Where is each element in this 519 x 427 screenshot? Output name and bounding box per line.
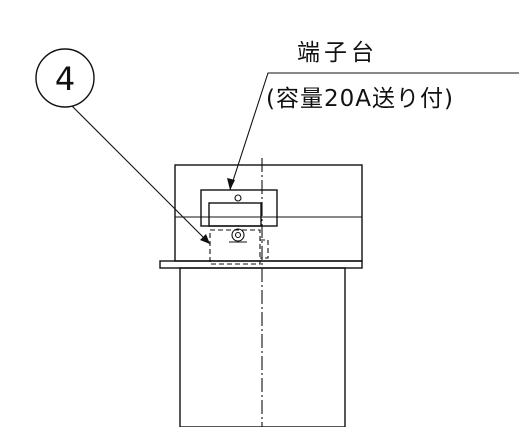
internal-component-tab	[260, 239, 269, 259]
internal-screw-outer	[231, 228, 245, 242]
flange-plate	[159, 260, 363, 269]
callout-number: 4	[55, 60, 75, 98]
callout-circle	[35, 48, 95, 108]
callout-leader-arrowhead	[200, 234, 210, 244]
terminal-block	[200, 189, 278, 227]
callout-leader-line	[71, 105, 211, 245]
internal-screw-inner	[234, 231, 242, 239]
upper-housing	[174, 164, 363, 262]
terminal-block-inner	[208, 202, 262, 227]
internal-component-hidden	[209, 228, 269, 265]
label-leader-arrowhead	[227, 178, 235, 190]
terminal-screw-top	[234, 194, 242, 202]
callout-4: 4	[35, 48, 95, 108]
label-leader-line	[229, 72, 519, 191]
terminal-block-spec: (容量20A送り付)	[266, 86, 454, 112]
terminal-block-title: 端子台	[297, 40, 378, 66]
